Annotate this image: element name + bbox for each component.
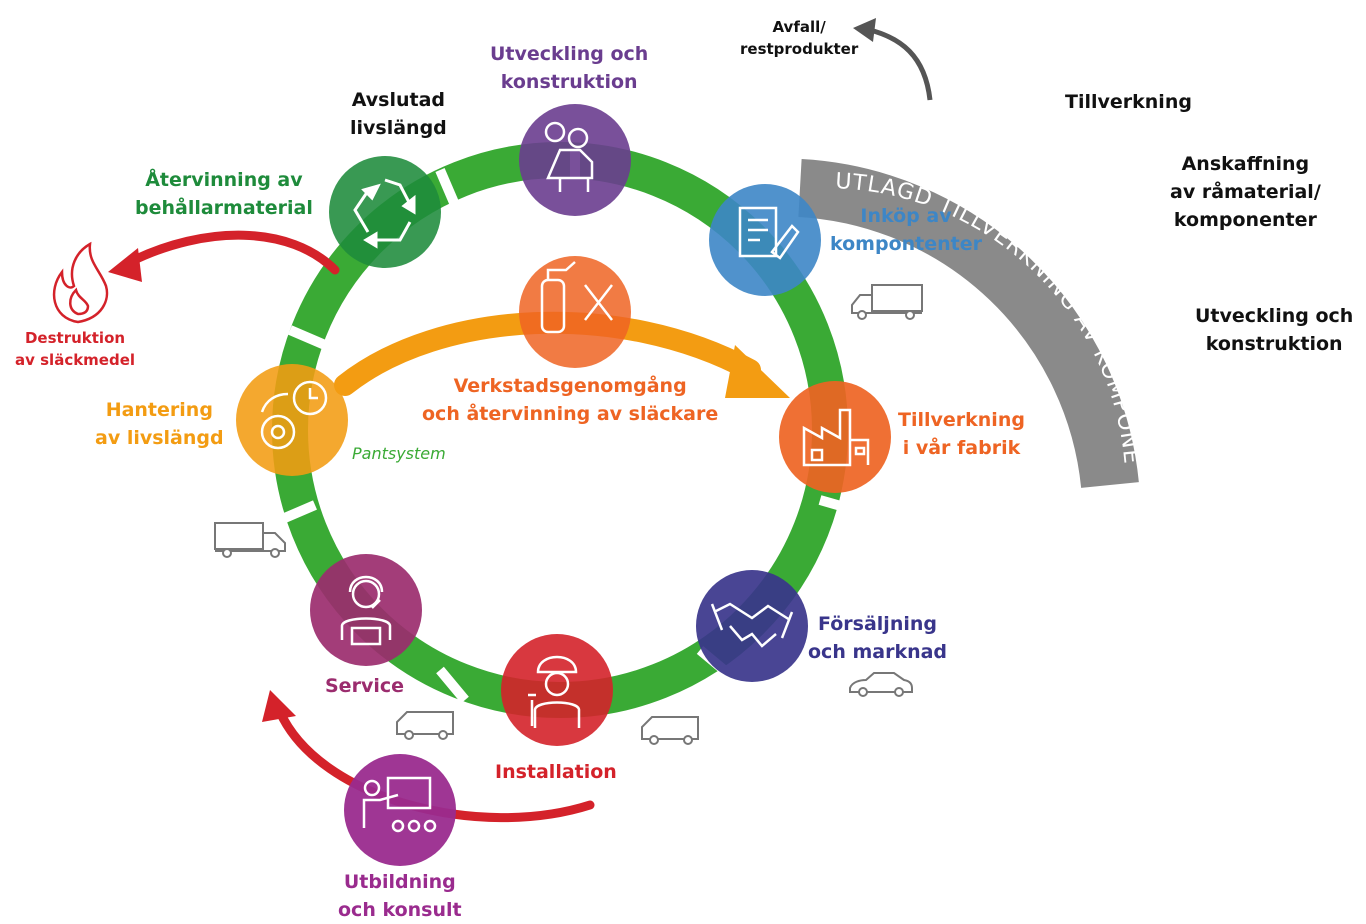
truck-icon [851,284,923,320]
node-installation [501,634,613,746]
engineer-icon [544,121,594,192]
label-service: Service [325,675,404,697]
destruction-arrow [108,230,340,282]
ring-gap [435,168,460,207]
label-right-manufacturing: Tillverkning [1065,91,1192,113]
truck-icon [214,522,286,558]
van-icon [641,716,699,745]
node-lifetime [236,364,348,476]
van-icon [396,711,454,740]
waste-arrow [869,27,933,101]
flame-icon [52,241,109,324]
node-purchase [709,184,821,296]
node-factory [779,381,891,493]
node-sales [696,570,808,682]
fire-extinguisher-tools-icon [540,261,613,334]
node-workshop [519,256,631,368]
node-end-of-life [329,156,441,268]
ring-gap [818,495,857,515]
ring-gap [436,666,469,704]
worker-helmet-icon [528,655,581,728]
label-waste: Avfall/restprodukter [740,18,859,58]
clock-gear-icon [260,380,328,450]
node-development [519,104,631,216]
headset-operator-icon [340,575,392,646]
document-sign-icon [738,206,800,260]
car-icon [849,672,913,697]
ring-gap [288,325,327,350]
teacher-icon [362,776,437,833]
label-pantsystem: Pantsystem [352,444,446,463]
ring-gap [278,500,317,525]
node-training [344,754,456,866]
label-installation: Installation [495,761,617,783]
recycle-icon [353,178,416,249]
handshake-icon [710,602,794,648]
waste-arrowhead [853,18,876,42]
factory-icon [802,408,870,467]
node-service [310,554,422,666]
